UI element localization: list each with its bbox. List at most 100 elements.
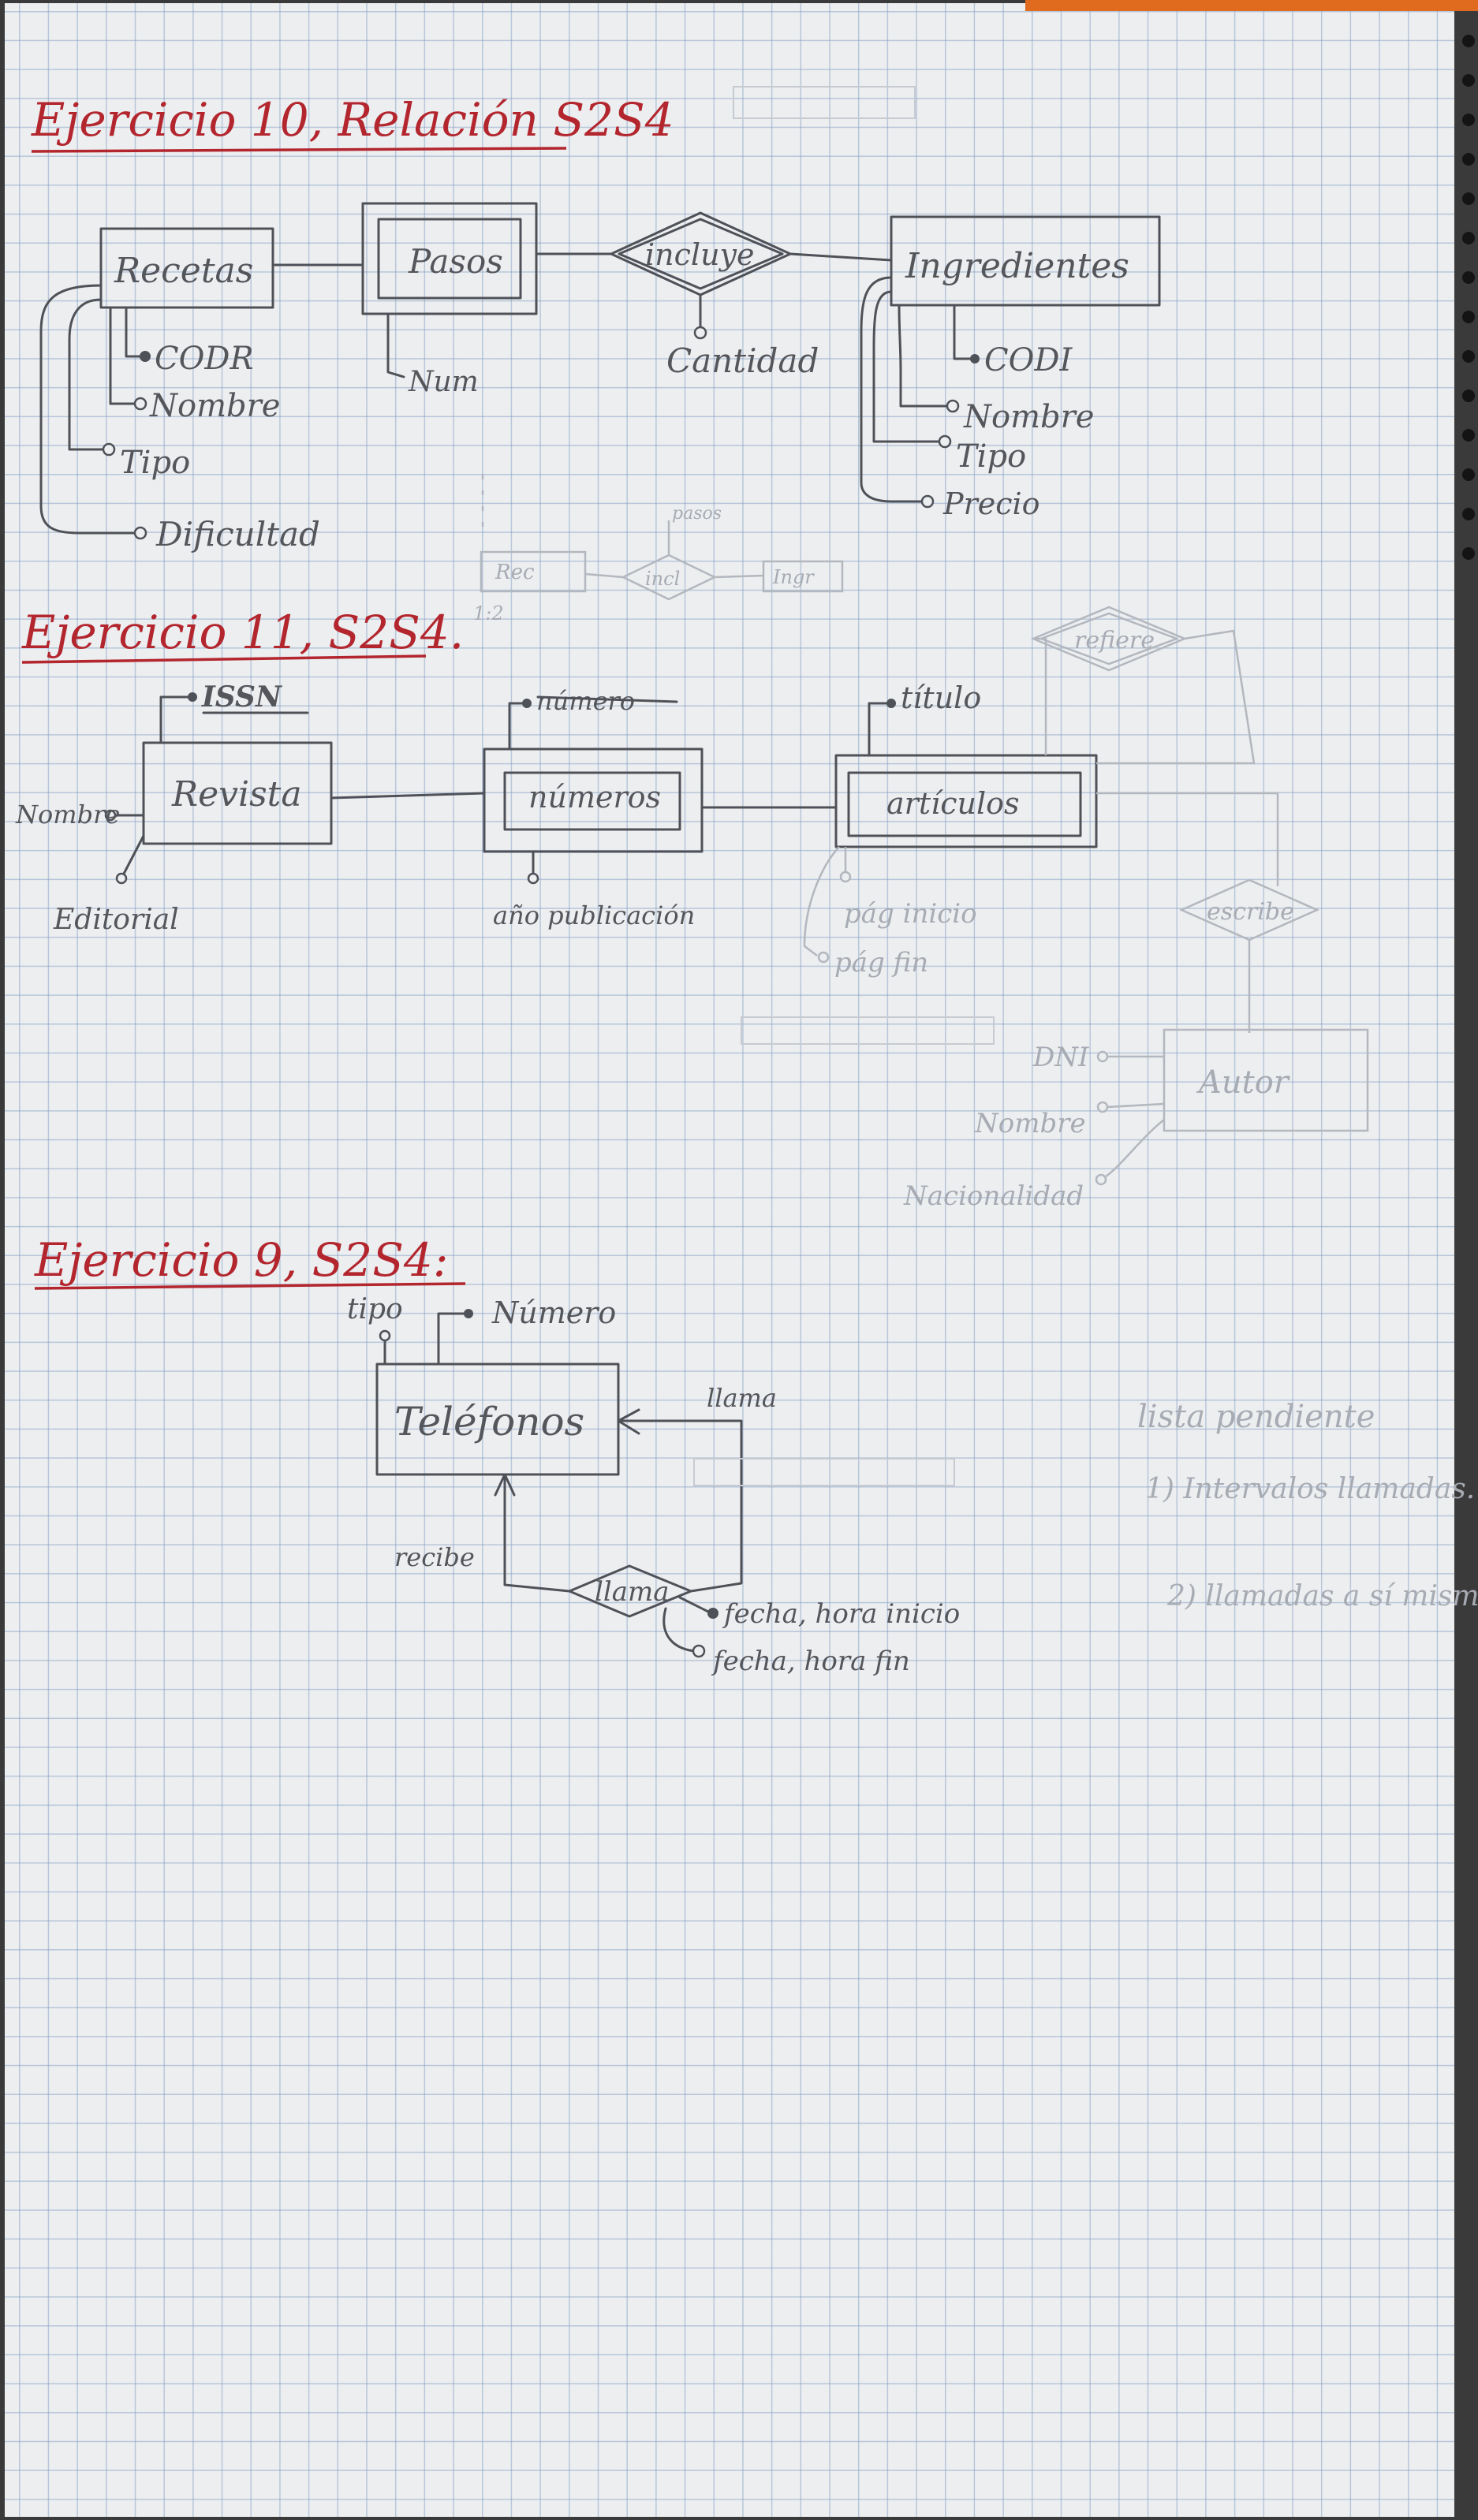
line-attr-dificultad bbox=[39, 284, 137, 535]
orange-edge-strip bbox=[1025, 0, 1478, 11]
entity-pasos-outer bbox=[361, 202, 538, 315]
attr-nombre-revista-marker bbox=[104, 809, 117, 822]
line-attr-editorial bbox=[121, 834, 145, 877]
sketch-entity-rec-label: Rec bbox=[495, 561, 535, 584]
sketch-entity-ingr-label: Ingr bbox=[772, 566, 815, 588]
pending-list: lista pendiente 1) Intervalos llamadas. … bbox=[1137, 1399, 1478, 1612]
line-attr-numero bbox=[508, 702, 524, 751]
arrow-role-recibe bbox=[494, 1473, 516, 1497]
ejercicio9-title-underline bbox=[34, 1282, 466, 1290]
attr-tipo-telefonos-marker bbox=[379, 1329, 391, 1342]
attr-dificultad-label: Dificultad bbox=[155, 515, 320, 554]
attr-dificultad-marker bbox=[133, 526, 147, 540]
attr-nombre-autor-marker bbox=[1096, 1101, 1109, 1113]
pending-item-1: 1) Intervalos llamadas. bbox=[1145, 1473, 1475, 1505]
entity-recetas bbox=[99, 227, 274, 309]
sketch-attr-pasos-label: pasos bbox=[672, 504, 722, 524]
attr-titulo-marker bbox=[886, 699, 896, 708]
line-attr-tipo-recetas bbox=[68, 298, 106, 451]
relationship-llama-label: llama bbox=[595, 1576, 670, 1608]
attr-dni-marker bbox=[1096, 1050, 1109, 1063]
bleed-through-marks bbox=[693, 86, 995, 1486]
attr-pag-inicio-label: pág inicio bbox=[844, 898, 977, 930]
attr-issn-label: ISSN bbox=[201, 680, 283, 714]
spiral-binding-holes bbox=[1462, 35, 1475, 560]
relationship-refiere bbox=[1038, 612, 1180, 665]
attr-cantidad-marker bbox=[693, 326, 707, 340]
ghost-mark-2 bbox=[741, 1016, 995, 1045]
line-attr-pag-fin bbox=[803, 846, 840, 956]
ejercicio9-section: Ejercicio 9, S2S4: Teléfonos tipo Número… bbox=[34, 1233, 960, 1677]
sketch-relationship-incl-label: incl bbox=[645, 568, 680, 590]
ghost-mark-3 bbox=[693, 1458, 955, 1486]
entity-numeros-outer bbox=[483, 747, 704, 853]
attr-issn-marker bbox=[188, 692, 197, 702]
attr-nombre-ingredientes-marker bbox=[946, 399, 960, 413]
attr-pag-inicio-marker bbox=[839, 870, 852, 883]
line-attr-nacionalidad bbox=[1105, 1119, 1165, 1178]
attr-fecha-inicio-label: fecha, hora inicio bbox=[722, 1598, 960, 1630]
entity-revista bbox=[142, 741, 333, 845]
entity-autor-label: Autor bbox=[1196, 1064, 1291, 1101]
attr-codr-marker bbox=[140, 351, 151, 362]
pending-item-2: 2) llamadas a sí mismo bbox=[1166, 1580, 1478, 1612]
ejercicio11-title: Ejercicio 11, S2S4. bbox=[21, 606, 464, 659]
entity-recetas-label: Recetas bbox=[114, 251, 253, 291]
line-attr-nombre-recetas bbox=[109, 306, 137, 405]
attr-codr-label: CODR bbox=[155, 341, 254, 377]
attr-codi-marker bbox=[970, 354, 980, 363]
attr-numero-telefonos-label: Número bbox=[491, 1295, 616, 1330]
attr-numero-marker bbox=[522, 699, 532, 708]
line-attr-tipo-ingredientes bbox=[872, 290, 942, 443]
entity-pasos-label: Pasos bbox=[408, 242, 503, 281]
line-refiere-1 bbox=[1033, 637, 1047, 755]
ghost-mark-1 bbox=[733, 86, 916, 119]
attr-precio-label: Precio bbox=[942, 486, 1040, 521]
entity-ingredientes-label: Ingredientes bbox=[905, 246, 1129, 286]
attr-tipo-ingredientes-marker bbox=[938, 434, 952, 449]
attr-nacionalidad-marker bbox=[1095, 1173, 1107, 1186]
attr-numero-telefonos-marker bbox=[464, 1309, 473, 1318]
relationship-incluye bbox=[618, 218, 784, 290]
line-attr-nombre-autor bbox=[1107, 1102, 1165, 1109]
attr-tipo-recetas-marker bbox=[102, 442, 116, 457]
attr-precio-marker bbox=[920, 494, 935, 509]
line-articulos-escribe bbox=[1096, 792, 1279, 886]
sketch-line-2 bbox=[714, 574, 764, 579]
line-attr-codr bbox=[125, 306, 144, 358]
attr-numero-label: número bbox=[536, 686, 635, 716]
attr-nombre-recetas-label: Nombre bbox=[149, 388, 280, 424]
role-llama-label: llama bbox=[707, 1383, 777, 1413]
attr-dni-label: DNI bbox=[1032, 1042, 1089, 1073]
line-attr-numero-telefonos bbox=[437, 1312, 465, 1366]
entity-numeros-label: números bbox=[528, 780, 661, 815]
entity-revista-label: Revista bbox=[171, 774, 302, 815]
attr-anio-marker bbox=[527, 872, 539, 885]
attr-titulo-label: título bbox=[901, 680, 981, 715]
attr-editorial-label: Editorial bbox=[53, 904, 179, 936]
ejercicio10-section: Ejercicio 10, Relación S2S4 Recetas Paso… bbox=[31, 93, 1161, 624]
ejercicio10-title-underline bbox=[31, 147, 567, 153]
attr-codi-label: CODI bbox=[984, 342, 1073, 378]
line-attr-issn bbox=[159, 695, 189, 744]
attr-nombre-revista-label: Nombre bbox=[15, 800, 120, 829]
attr-num-label: Num bbox=[408, 366, 479, 398]
attr-editorial-marker bbox=[115, 872, 128, 885]
entity-pasos bbox=[377, 218, 522, 300]
entity-numeros bbox=[503, 771, 681, 831]
line-role-llama bbox=[617, 1419, 743, 1593]
faint-sketch: Rec 1:2 incl Ingr pasos bbox=[473, 475, 844, 624]
sketch-entity-rec bbox=[480, 550, 587, 593]
attr-nombre-ingredientes-label: Nombre bbox=[963, 399, 1094, 435]
line-attr-num bbox=[386, 312, 405, 378]
attr-numero-underline bbox=[536, 695, 678, 703]
attr-tipo-telefonos-label: tipo bbox=[347, 1293, 403, 1325]
entity-articulos-label: artículos bbox=[886, 786, 1020, 821]
attr-fecha-inicio-marker bbox=[707, 1608, 718, 1619]
ejercicio10-title: Ejercicio 10, Relación S2S4 bbox=[31, 93, 674, 147]
line-attr-titulo bbox=[868, 702, 888, 757]
entity-telefonos bbox=[375, 1363, 620, 1476]
ejercicio11-section: Ejercicio 11, S2S4. Revista ISSN Nombre … bbox=[15, 606, 1369, 1212]
attr-nacionalidad-label: Nacionalidad bbox=[903, 1180, 1084, 1212]
